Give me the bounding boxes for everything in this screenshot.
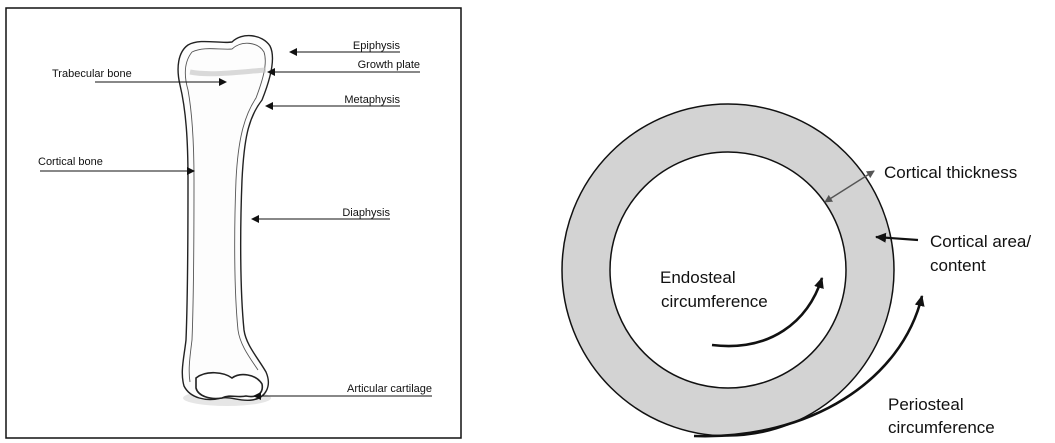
articular-cartilage-shape (195, 371, 264, 400)
label-diaphysis: Diaphysis (342, 207, 390, 219)
label-cortical-thickness: Cortical thickness (884, 163, 1017, 182)
bone-panel: Epiphysis Trabecular bone Growth plate M… (5, 7, 462, 439)
label-cortical-bone: Cortical bone (38, 156, 103, 168)
cortical-area-arrow (875, 232, 919, 243)
label-metaphysis: Metaphysis (344, 94, 400, 106)
bone-label-arrows (40, 48, 432, 400)
label-growth-plate: Growth plate (358, 59, 420, 71)
bone-outline (177, 35, 274, 402)
bone-labels: Epiphysis Trabecular bone Growth plate M… (38, 40, 432, 395)
label-cortical-area-line1: Cortical area/ (930, 232, 1031, 251)
cortical-thickness-arrow (824, 170, 875, 203)
label-cortical-area-line2: content (930, 256, 986, 275)
label-endosteal-line1: Endosteal (660, 268, 736, 287)
bone-inner-outline (184, 42, 266, 383)
label-epiphysis: Epiphysis (353, 40, 401, 52)
cross-section-panel: Cortical thickness Cortical area/ conten… (561, 103, 1031, 438)
periosteal-curved-arrow (693, 295, 925, 438)
label-periosteal-line1: Periosteal (888, 395, 964, 414)
long-bone-illustration (177, 35, 274, 406)
label-periosteal-line2: circumference (888, 418, 995, 437)
label-articular-cartilage: Articular cartilage (347, 383, 432, 395)
endosteal-curved-arrow (711, 277, 824, 348)
label-endosteal-line2: circumference (661, 292, 768, 311)
label-trabecular-bone: Trabecular bone (52, 68, 132, 80)
cross-section-labels: Cortical thickness Cortical area/ conten… (660, 163, 1031, 437)
